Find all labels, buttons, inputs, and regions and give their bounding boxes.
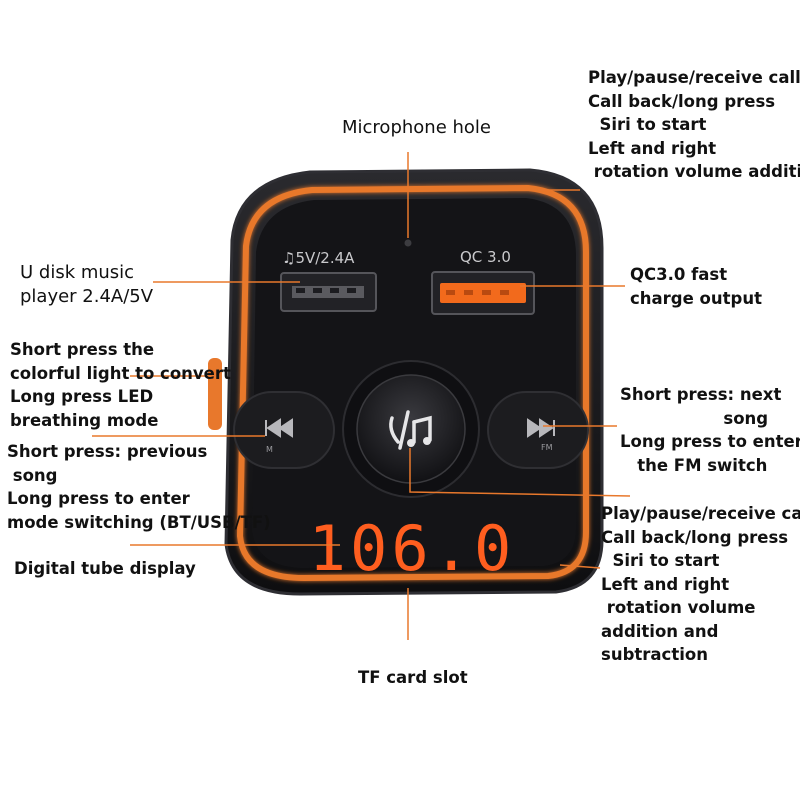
digital-display-value: 106.0 bbox=[309, 512, 516, 585]
next-track-icon bbox=[527, 418, 555, 438]
phone-music-icon bbox=[389, 410, 432, 450]
svg-text:FM: FM bbox=[541, 443, 553, 452]
orange-light-ring bbox=[236, 184, 589, 582]
label-tf-card: TF card slot bbox=[358, 668, 468, 687]
microphone-hole bbox=[404, 239, 412, 247]
previous-track-icon bbox=[265, 418, 293, 438]
label-center-button: Play/pause/receive call Call back/long p… bbox=[601, 504, 800, 664]
label-top-right-controls: Play/pause/receive call Call back/long p… bbox=[588, 68, 800, 181]
label-u-disk: U disk music player 2.4A/5V bbox=[20, 262, 154, 307]
port-left-label-art: ♫5V/2.4A bbox=[282, 249, 355, 267]
port-right-label-art: QC 3.0 bbox=[460, 248, 511, 266]
label-colorful-light: Short press the colorful light to conver… bbox=[10, 340, 231, 430]
label-qc-output: QC3.0 fast charge output bbox=[630, 265, 762, 308]
leader-center bbox=[409, 448, 631, 497]
label-next-song: Short press: next song Long press to ent… bbox=[620, 385, 800, 475]
svg-text:M: M bbox=[266, 445, 273, 454]
center-knob bbox=[356, 374, 466, 484]
label-digital-tube: Digital tube display bbox=[14, 559, 196, 578]
leader-rotation-right bbox=[559, 564, 601, 569]
label-microphone-hole: Microphone hole bbox=[342, 117, 491, 138]
label-previous-song: Short press: previous song Long press to… bbox=[7, 442, 271, 532]
